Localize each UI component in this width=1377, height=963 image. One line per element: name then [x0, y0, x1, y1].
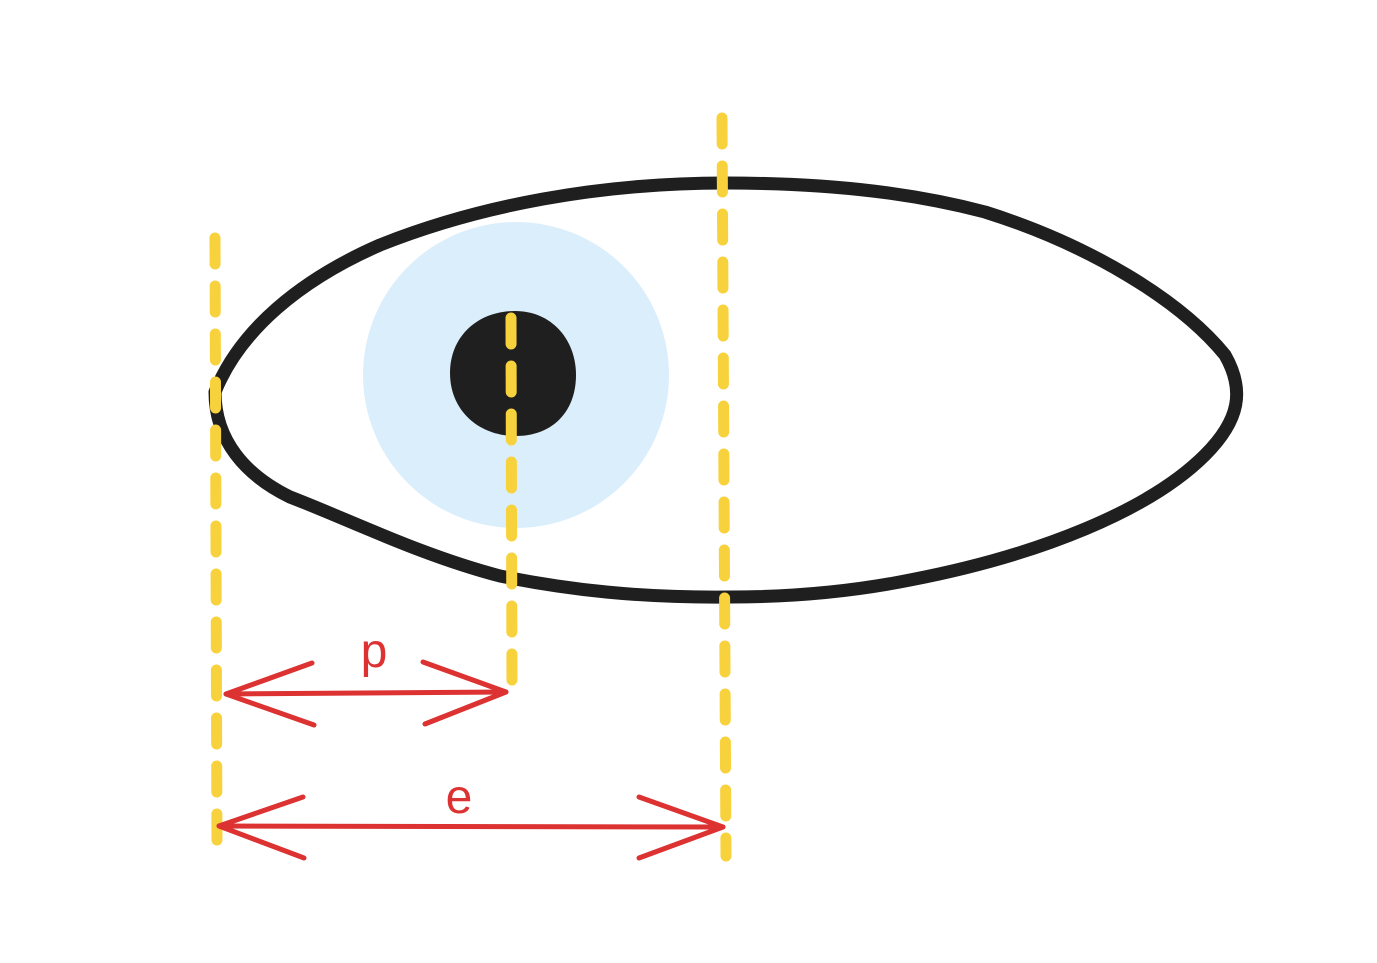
p-arrow: [223, 659, 509, 728]
guide-line-pupil-center: [505, 312, 518, 698]
eye-outline: [208, 176, 1244, 604]
e-label: e: [446, 771, 473, 824]
guide-line-eye-center: [716, 112, 732, 862]
e-arrow: [216, 794, 726, 861]
guide-line-eye-corner: [209, 232, 223, 859]
p-label: p: [361, 625, 388, 678]
